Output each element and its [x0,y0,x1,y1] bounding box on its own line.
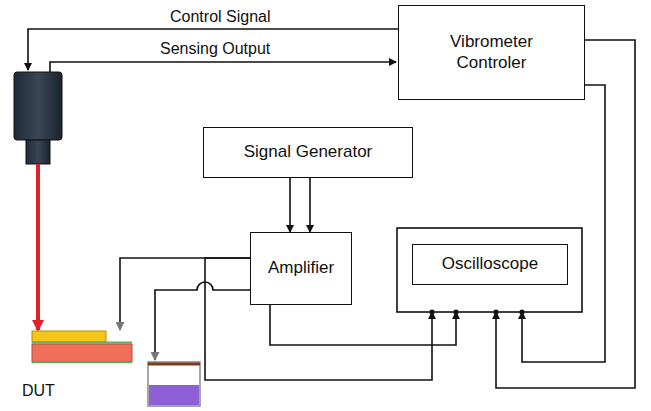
dut-wire [120,258,250,330]
signal-connector [309,178,311,232]
dut-container [148,362,200,406]
oscilloscope-box: Oscilloscope [412,244,568,285]
signal-name: Sensing Output [158,40,272,58]
device-label: DUT [20,382,57,400]
signal-name: Control Signal [168,8,273,26]
control-wire [28,29,398,70]
controller-box: Vibrometer Controler [398,5,585,100]
signal-connector [270,305,456,345]
oscilloscope-housing [397,228,582,312]
amplifier-box: Amplifier [250,232,352,305]
sensing-wire [50,62,396,72]
terminal-dot [429,309,524,314]
box-label: Amplifier [268,258,334,278]
signal-connector [289,178,291,232]
generator-box: Signal Generator [203,127,413,178]
signal-connector [205,258,432,380]
signal-connector [522,85,605,362]
vibrometer-head [14,72,62,164]
laser-beam [36,164,40,330]
dut-wire [155,282,250,360]
dut-beam [32,331,132,363]
box-label: Oscilloscope [442,254,538,274]
box-label: Vibrometer Controler [432,32,552,73]
box-label: Signal Generator [244,142,373,162]
